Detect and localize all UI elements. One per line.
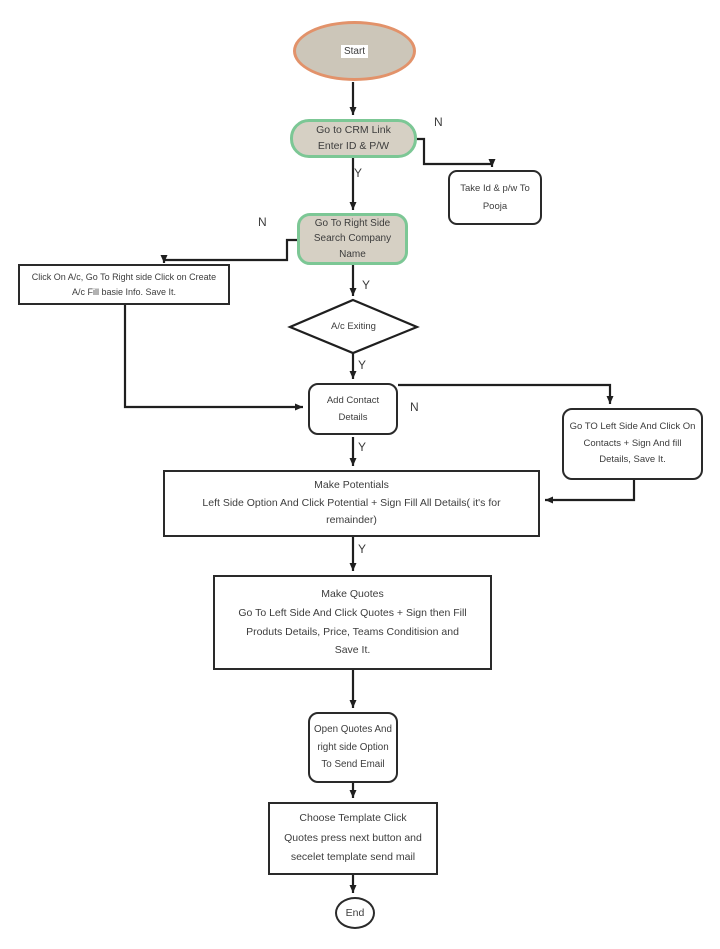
branch-label-search-no: N bbox=[258, 215, 267, 229]
end-node: End bbox=[335, 897, 375, 929]
start-node: Start bbox=[293, 21, 416, 81]
add-contact-node: Add Contact Details bbox=[308, 383, 398, 435]
search-company-node: Go To Right Side Search Company Name bbox=[297, 213, 408, 265]
make-potentials-node: Make Potentials Left Side Option And Cli… bbox=[163, 470, 540, 537]
open-quotes-node: Open Quotes And right side Option To Sen… bbox=[308, 712, 398, 783]
branch-label-contact-no: N bbox=[410, 400, 419, 414]
connector-search-no-to-create bbox=[160, 238, 297, 263]
crm-login-node: Go to CRM Link Enter ID & P/W bbox=[290, 119, 417, 158]
connector-addcontact-no-to-contacts bbox=[398, 383, 614, 404]
choose-template-node: Choose Template Click Quotes press next … bbox=[268, 802, 438, 875]
take-id-node: Take Id & p/w To Pooja bbox=[448, 170, 542, 225]
start-node-label: Start bbox=[340, 44, 369, 58]
branch-label-existing-yes: Y bbox=[358, 358, 367, 372]
connector-create-to-addcontact bbox=[123, 305, 303, 411]
branch-label-potentials-yes: Y bbox=[358, 542, 367, 556]
branch-label-search-yes: Y bbox=[362, 278, 371, 292]
connector-crm-no-to-takeid bbox=[417, 137, 496, 167]
decision-diamond-shape bbox=[287, 298, 420, 355]
make-quotes-node: Make Quotes Go To Left Side And Click Qu… bbox=[213, 575, 492, 670]
branch-label-crm-no: N bbox=[434, 115, 443, 129]
account-existing-decision-label: A/c Exiting bbox=[331, 320, 376, 332]
branch-label-contact-yes: Y bbox=[358, 440, 367, 454]
contacts-left-side-node: Go TO Left Side And Click On Contacts + … bbox=[562, 408, 703, 480]
create-account-node: Click On A/c, Go To Right side Click on … bbox=[18, 264, 230, 305]
connector-contacts-to-potentials bbox=[545, 480, 636, 504]
branch-label-crm-yes: Y bbox=[354, 166, 363, 180]
